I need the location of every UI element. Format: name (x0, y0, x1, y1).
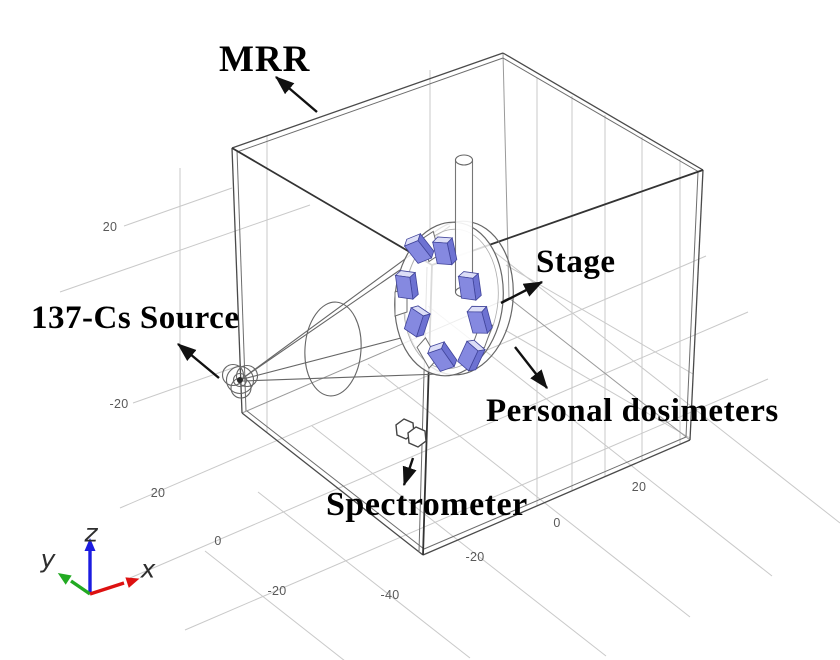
label-cs-source: 137-Cs Source (31, 300, 240, 336)
z-tick-label: -20 (109, 397, 129, 411)
z-axis-arrowhead (84, 538, 96, 551)
dosimeter (403, 232, 435, 264)
x-axis-arrow (89, 581, 125, 596)
dosimeter (431, 236, 458, 266)
axis-label-y: y (40, 544, 56, 574)
spectrometer-model (395, 418, 427, 448)
z-tick-label: 20 (102, 220, 118, 234)
label-stage: Stage (536, 244, 616, 280)
source-arrow (177, 343, 220, 379)
dosimeter (466, 305, 493, 335)
stage-arrow (500, 280, 544, 305)
coordinate-grid (59, 70, 840, 660)
x-tick-label: 0 (553, 516, 561, 530)
annotation-arrows (177, 76, 548, 487)
personal-dosimeter-models (394, 232, 493, 372)
dosimeter (457, 339, 486, 372)
label-mrr: MRR (219, 39, 311, 80)
y-tick-label: 0 (214, 534, 222, 548)
x-axis-arrowhead (125, 577, 140, 588)
y-axis-arrow (70, 579, 91, 596)
axis-label-x: x (140, 554, 156, 584)
x-tick-label: -40 (380, 588, 400, 602)
dosimeter (427, 341, 458, 372)
cs137-source-model (221, 363, 259, 399)
mrr-room-wireframe (231, 52, 704, 556)
mrr-arrow (275, 76, 318, 113)
dosimeters-arrow (514, 346, 548, 389)
axis-triad (57, 538, 140, 596)
beam-cone (242, 225, 451, 397)
y-tick-label: 20 (150, 486, 166, 500)
dosimeter (403, 305, 432, 338)
axis-label-z: z (84, 518, 98, 548)
label-dosimeters: Personal dosimeters (486, 393, 779, 429)
label-spectrometer: Spectrometer (326, 486, 528, 523)
x-tick-label: 20 (631, 480, 647, 494)
dosimeter (457, 271, 482, 301)
y-tick-label: -20 (267, 584, 287, 598)
x-tick-label: -20 (465, 550, 485, 564)
spectrometer-arrow (402, 457, 417, 487)
y-axis-arrowhead (57, 573, 72, 585)
dosimeter (394, 270, 419, 300)
